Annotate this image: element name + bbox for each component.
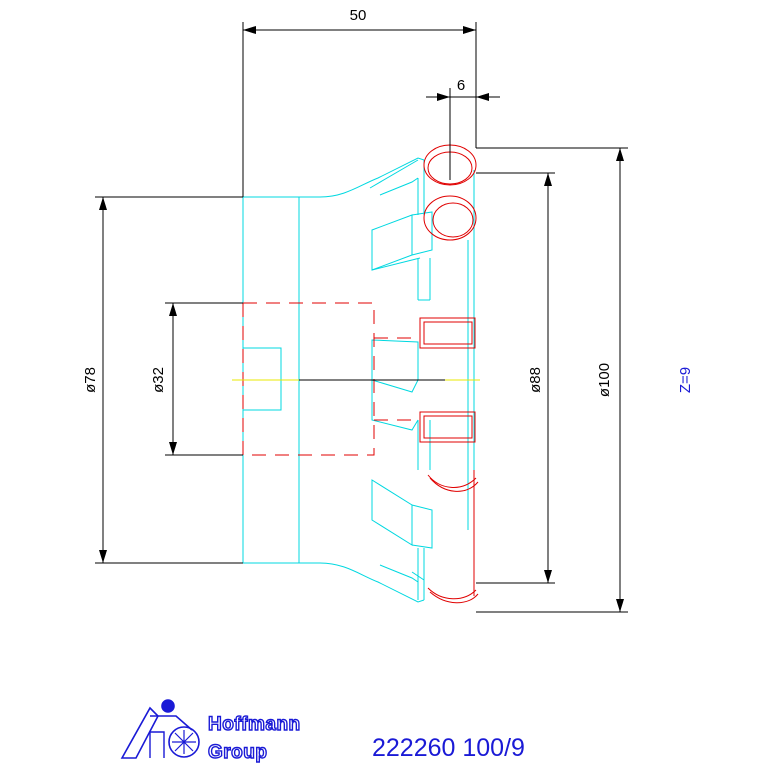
teeth-count-label: Z=9 <box>677 367 694 393</box>
dimension-arrows <box>99 26 624 612</box>
dimension-lines <box>95 22 628 613</box>
dimension-dia-78-label: ø78 <box>82 367 99 393</box>
dimension-length-label: 50 <box>350 7 367 24</box>
inserts-and-bore <box>242 144 479 604</box>
cutter-body <box>242 157 475 603</box>
dimension-dia-100-label: ø100 <box>596 363 613 397</box>
dimension-dia-32-label: ø32 <box>150 367 167 393</box>
part-number: 222260 100/9 <box>372 734 525 762</box>
logo-brand-line-1: Hoffmann <box>208 714 301 735</box>
dimension-dia-88-label: ø88 <box>527 367 544 393</box>
hoffmann-group-logo: Hoffmann Group <box>120 699 301 764</box>
logo-emblem-icon <box>120 699 200 759</box>
logo-brand-line-2: Group <box>208 742 268 763</box>
dimension-edge-width-label: 6 <box>457 77 465 94</box>
